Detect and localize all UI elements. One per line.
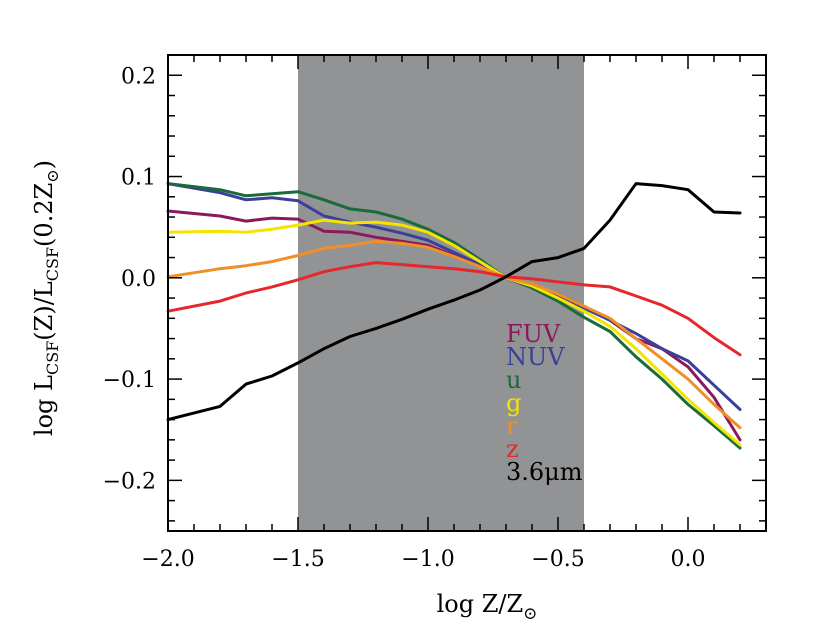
x-tick-label: −0.5 [531,547,584,572]
legend-item-g: g [506,389,521,417]
legend-item-FUV: FUV [506,320,561,348]
x-tick-label: −1.0 [401,547,454,572]
y-tick-label: 0.2 [121,64,156,89]
shaded-region [298,55,584,531]
series-layer [166,182,742,450]
legend-item-u: u [506,366,521,394]
series-line-u [166,182,742,450]
series-line-z [166,261,742,357]
x-tick-label: −2.0 [141,547,194,572]
legend-item-36m: 3.6μm [506,458,583,486]
legend-item-r: r [506,412,518,440]
series-line-36m [166,182,742,422]
series-line-r [166,239,742,430]
y-tick-label: −0.1 [103,368,156,393]
y-axis-label: log LCSF(Z)/LCSF(0.2Z⊙) [30,160,62,436]
y-tick-label: −0.2 [103,469,156,494]
legend-item-NUV: NUV [506,343,565,371]
y-tick-label: 0.1 [121,166,156,191]
x-tick-label: 0.0 [671,547,706,572]
x-axis-label: log Z/Z⊙ [437,590,538,624]
y-tick-label: 0.0 [121,267,156,292]
ticks-layer [167,54,767,531]
x-tick-label: −1.5 [271,547,324,572]
series-line-g [166,218,742,447]
plot-frame [167,54,767,532]
legend-item-z: z [506,435,519,463]
series-line-NUV [166,182,742,411]
tick-labels-layer: −2.0 −1.5 −1.0 −0.5 0.0 −0.2 −0.1 0.0 0.1 0.2 [103,64,706,572]
